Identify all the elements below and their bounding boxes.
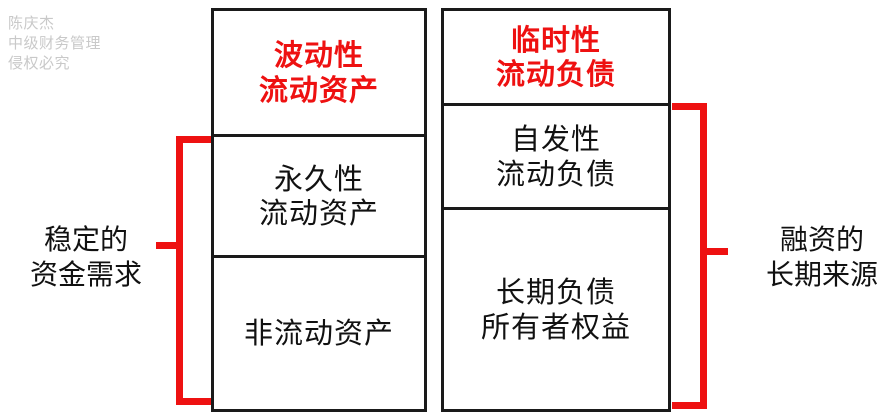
left-bracket-top-arm xyxy=(176,136,211,143)
cell-temporary-current-liabilities: 临时性 流动负债 xyxy=(444,11,668,103)
cell-permanent-current-assets: 永久性 流动资产 xyxy=(214,134,424,255)
cell-spontaneous-current-liabilities-label: 自发性 流动负债 xyxy=(495,122,616,191)
cell-spontaneous-current-liabilities: 自发性 流动负债 xyxy=(444,103,668,207)
right-red-bracket xyxy=(666,98,728,416)
cell-non-current-assets: 非流动资产 xyxy=(214,255,424,409)
cell-non-current-assets-label: 非流动资产 xyxy=(243,316,394,351)
cell-long-term-liabilities-equity: 长期负债 所有者权益 xyxy=(444,207,668,409)
right-bracket-bottom-arm xyxy=(672,402,707,409)
assets-column: 波动性 流动资产 永久性 流动资产 非流动资产 xyxy=(211,8,427,412)
left-bracket-pointer-tick xyxy=(156,242,178,249)
label-long-term-funding-sources: 融资的 长期来源 xyxy=(765,223,878,291)
right-bracket-spine xyxy=(700,103,707,409)
watermark-text: 陈庆杰 中级财务管理 侵权必究 xyxy=(8,14,102,72)
left-bracket-spine xyxy=(176,136,183,405)
left-bracket-bottom-arm xyxy=(176,398,211,405)
right-bracket-pointer-tick xyxy=(700,248,728,255)
left-red-bracket xyxy=(156,130,214,412)
cell-fluctuating-current-assets: 波动性 流动资产 xyxy=(214,11,424,134)
cell-fluctuating-current-assets-label: 波动性 流动资产 xyxy=(258,38,379,107)
cell-long-term-liabilities-equity-label: 长期负债 所有者权益 xyxy=(480,275,631,344)
funding-column: 临时性 流动负债 自发性 流动负债 长期负债 所有者权益 xyxy=(441,8,671,412)
cell-temporary-current-liabilities-label: 临时性 流动负债 xyxy=(495,22,616,91)
cell-permanent-current-assets-label: 永久性 流动资产 xyxy=(258,161,379,230)
label-stable-capital-demand: 稳定的 资金需求 xyxy=(29,223,142,291)
right-bracket-top-arm xyxy=(672,103,707,110)
